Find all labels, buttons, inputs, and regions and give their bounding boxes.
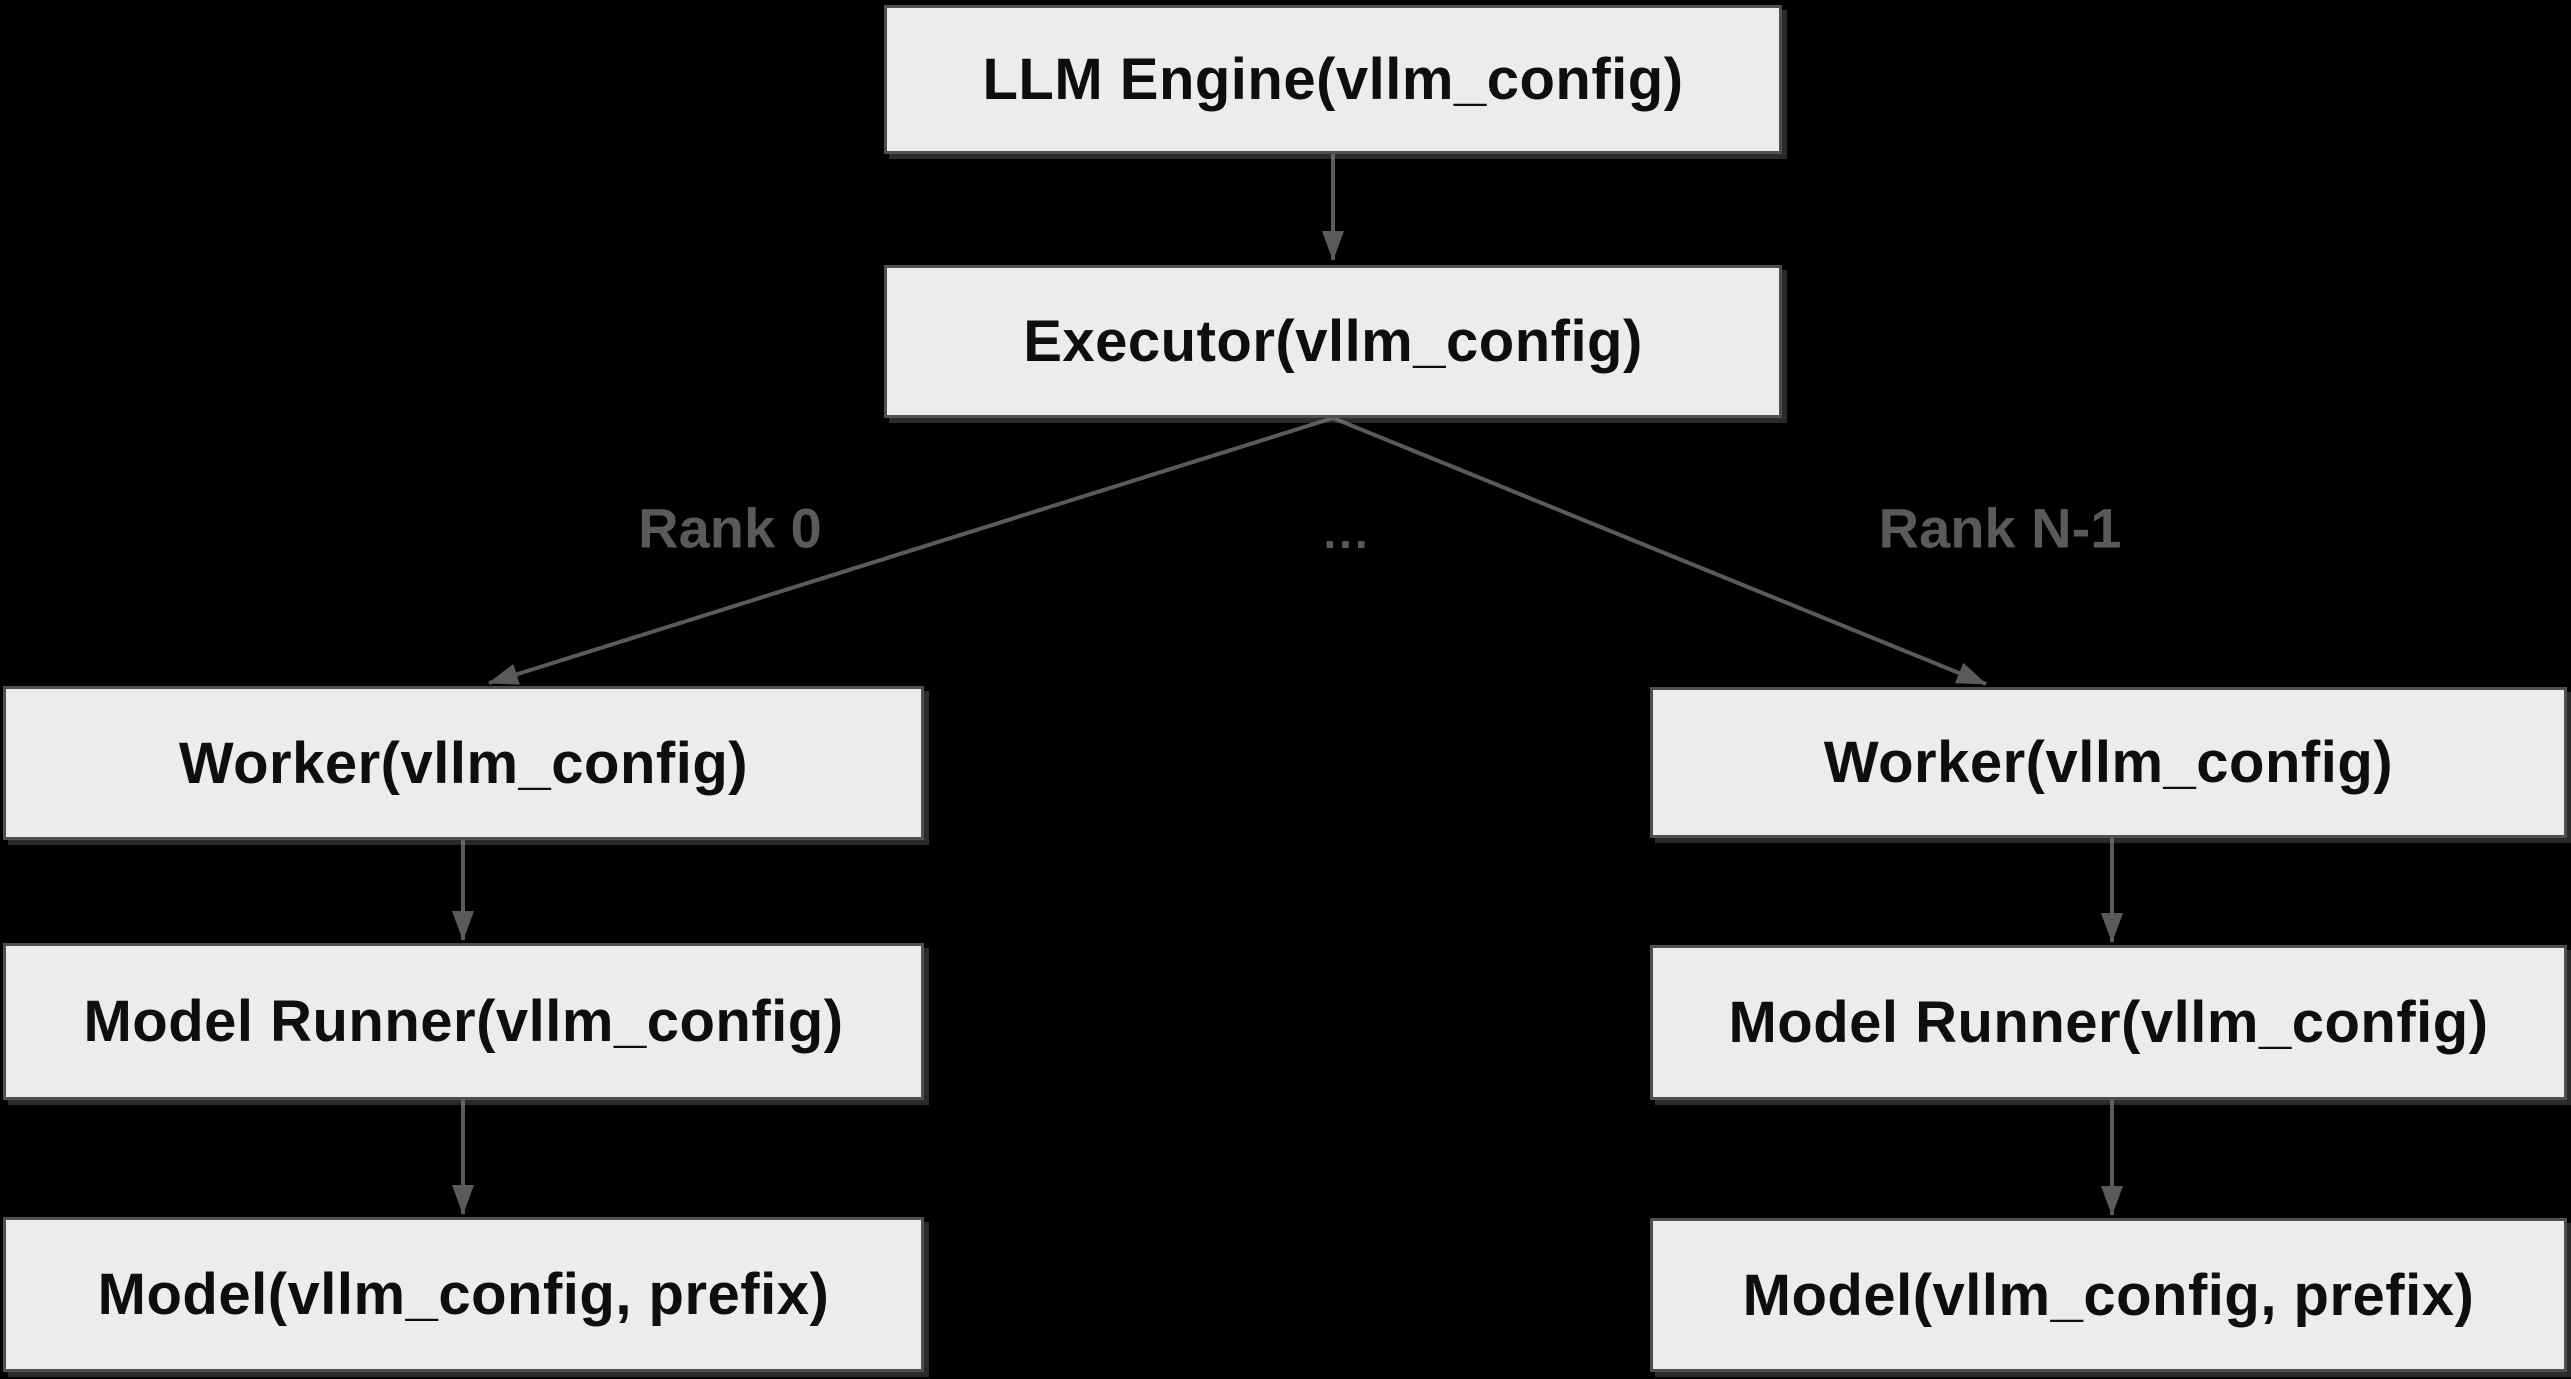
node-model-rank-0: Model(vllm_config, prefix) [3, 1217, 924, 1372]
edge-label-ellipsis: ... [1323, 506, 1371, 558]
node-model-runner-rank-n-1: Model Runner(vllm_config) [1650, 945, 2567, 1100]
edge-executor-to-worker-left [488, 416, 1334, 685]
node-model-rank-n-1: Model(vllm_config, prefix) [1650, 1218, 2567, 1372]
node-llm-engine: LLM Engine(vllm_config) [884, 5, 1782, 154]
node-worker-rank-n-1: Worker(vllm_config) [1650, 687, 2567, 838]
edge-label-rank-n-1: Rank N-1 [1878, 496, 2122, 560]
node-model-runner-rank-0: Model Runner(vllm_config) [3, 943, 924, 1100]
node-worker-rank-0: Worker(vllm_config) [3, 686, 924, 840]
edge-label-rank-0: Rank 0 [638, 496, 822, 560]
node-executor: Executor(vllm_config) [884, 265, 1782, 418]
